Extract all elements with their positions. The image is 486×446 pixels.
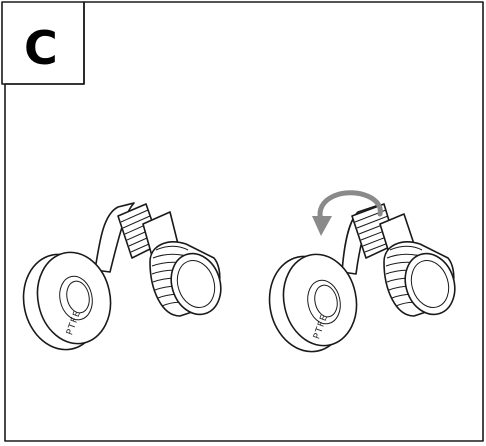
tape-strip-wrapping xyxy=(341,205,377,275)
step-label-box xyxy=(1,1,85,85)
large-threaded-barrel xyxy=(149,241,222,317)
right-assembly: PTFE xyxy=(268,190,456,353)
ptfe-tape-roll-right: PTFE xyxy=(268,253,358,353)
large-threaded-barrel-right xyxy=(383,241,456,317)
step-label: C xyxy=(24,21,58,75)
left-assembly: PTFE xyxy=(22,202,222,351)
rotation-arrow-icon xyxy=(312,190,383,236)
figure-border xyxy=(4,1,484,442)
ptfe-tape-roll: PTFE xyxy=(22,251,112,351)
